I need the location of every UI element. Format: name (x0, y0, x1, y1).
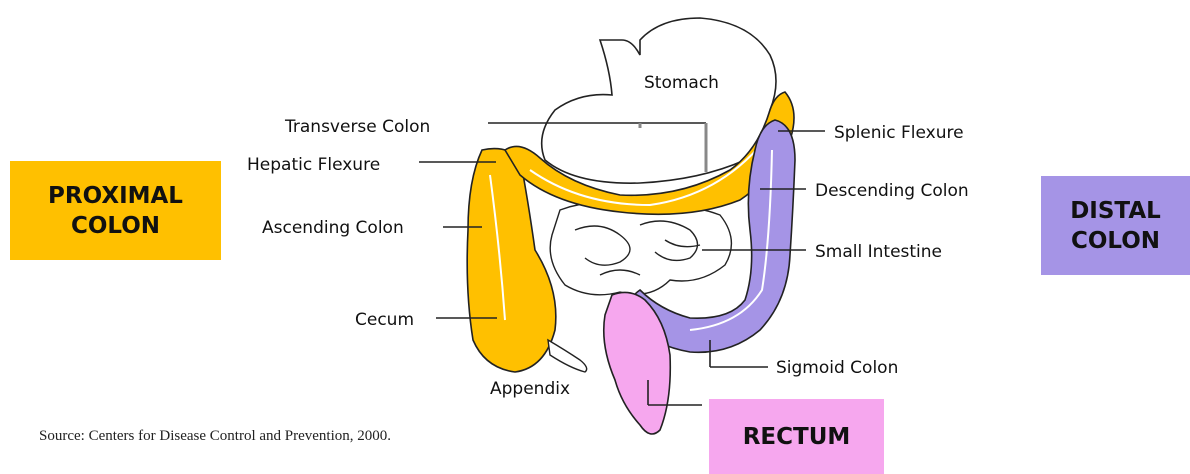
label-descending-colon: Descending Colon (815, 181, 969, 201)
label-ascending-colon: Ascending Colon (262, 218, 404, 238)
rectum-box: RECTUM (709, 399, 884, 474)
distal-colon-box: DISTAL COLON (1041, 176, 1190, 275)
appendix (548, 340, 587, 372)
stomach (542, 18, 776, 183)
small-intestine (550, 203, 731, 295)
label-stomach: Stomach (644, 73, 719, 93)
label-appendix: Appendix (490, 379, 570, 399)
label-splenic-flexure: Splenic Flexure (834, 123, 964, 143)
label-small-intestine: Small Intestine (815, 242, 942, 262)
label-cecum: Cecum (355, 310, 414, 330)
label-hepatic-flexure: Hepatic Flexure (247, 155, 380, 175)
source-caption: Source: Centers for Disease Control and … (39, 428, 391, 445)
label-sigmoid-colon: Sigmoid Colon (776, 358, 898, 378)
proximal-colon-box: PROXIMAL COLON (10, 161, 221, 260)
label-transverse-colon: Transverse Colon (284, 117, 430, 137)
